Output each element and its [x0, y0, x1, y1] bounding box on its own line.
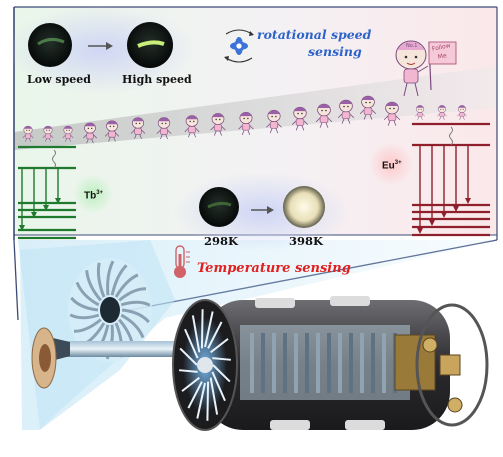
compressor-stage	[316, 333, 320, 393]
eu-energy-levels	[412, 122, 490, 237]
fan-blade	[75, 281, 100, 307]
compressor-stage	[338, 333, 342, 393]
mascot-leader	[395, 40, 457, 97]
high-speed-emission	[137, 40, 165, 48]
temperature-arrow-head	[267, 206, 274, 214]
eu-nonradiative-wiggle	[449, 126, 453, 146]
fan-blade	[73, 318, 102, 333]
inlet-blade	[179, 347, 198, 366]
fan-blade	[85, 270, 102, 302]
fan-blade	[106, 260, 115, 296]
tb-ion-label: Tb3+	[84, 190, 103, 201]
sphere-298k	[199, 187, 239, 227]
sphere-298k-emission	[207, 201, 232, 209]
fan-blade	[120, 313, 145, 339]
engine-shaft	[50, 341, 190, 357]
compressor-stage	[250, 333, 254, 393]
fan-blade	[69, 313, 100, 320]
inlet-blade	[179, 369, 198, 373]
inlet-blade	[212, 357, 231, 361]
tb-nonradiative-wiggle	[52, 149, 56, 169]
tb-symbol: Tb	[84, 190, 97, 202]
inlet-blade	[210, 338, 229, 354]
compressor-stage	[305, 333, 309, 393]
compressor-stage	[261, 333, 265, 393]
fan-blade	[96, 262, 106, 298]
cone-projection-left	[13, 239, 19, 321]
speed-arrow-head	[106, 42, 113, 50]
inlet-blade	[204, 311, 214, 348]
compressor-stage	[327, 333, 331, 393]
eu-symbol: Eu	[382, 160, 395, 172]
tb-charge: 3+	[96, 190, 104, 196]
inlet-blade	[191, 315, 201, 353]
inlet-blade	[212, 364, 231, 383]
tb-glow	[73, 174, 113, 214]
jet-engine	[172, 296, 489, 431]
inlet-blade	[184, 328, 199, 359]
inlet-blade	[196, 382, 206, 419]
tb-energy-levels	[18, 145, 76, 240]
sphere-398k	[283, 186, 325, 228]
compressor-stage	[283, 333, 287, 393]
fan-blade	[114, 273, 139, 298]
temperature-sensing-label: Temperature sensing	[197, 261, 351, 276]
compressor-stage	[360, 333, 364, 393]
label-398k: 398K	[289, 234, 324, 248]
eu-charge: 3+	[394, 160, 402, 166]
inlet-blade	[206, 381, 210, 421]
fan-blade	[121, 308, 150, 324]
fan-blade	[70, 296, 99, 312]
inlet-blade	[200, 309, 204, 349]
eu-ion-label: Eu3+	[382, 160, 402, 171]
inlet-blade	[181, 376, 200, 392]
fan-blade	[120, 300, 151, 307]
compressor-stage	[371, 333, 375, 393]
low-speed-emission	[37, 37, 65, 46]
tb-transition-arrows	[21, 168, 59, 227]
inlet-blade	[211, 371, 226, 402]
rotation-arrows-icon	[224, 29, 254, 63]
compressor-stage	[349, 333, 353, 393]
compressor-stage	[272, 333, 276, 393]
sensor-disc-center	[39, 344, 51, 372]
rotational-sensing-label: sensing	[308, 44, 362, 59]
eu-glow	[369, 142, 413, 186]
fan-blade	[118, 287, 147, 302]
fan-blade	[110, 264, 128, 296]
eu-transition-arrows	[419, 145, 469, 230]
turbine-fan	[68, 258, 152, 362]
compressor-stage	[294, 333, 298, 393]
eu-arrow-heads	[417, 198, 471, 234]
high-speed-sphere	[127, 22, 173, 68]
low-speed-label: Low speed	[27, 73, 91, 86]
inlet-blade	[187, 381, 203, 409]
tb-arrow-heads	[19, 198, 61, 231]
rotational-speed-label: rotational speed	[257, 27, 372, 42]
inlet-blade	[209, 377, 219, 415]
mascot-badge: No.1	[406, 43, 418, 49]
high-speed-label: High speed	[122, 73, 192, 86]
inlet-blade	[207, 321, 223, 349]
low-speed-sphere	[28, 23, 72, 67]
compressor-stage	[382, 333, 386, 393]
label-298k: 298K	[204, 234, 239, 248]
